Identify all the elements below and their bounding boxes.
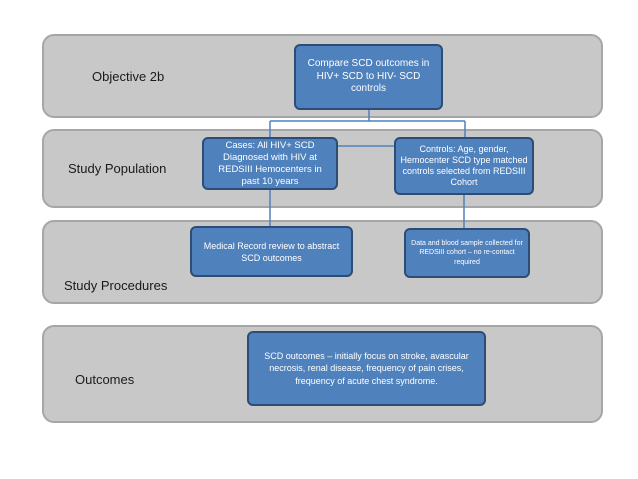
medical-record-box-text: Medical Record review to abstract SCD ou… — [203, 240, 340, 263]
objective-box: Compare SCD outcomes in HIV+ SCD to HIV-… — [294, 44, 443, 110]
cases-box-text: Cases: All HIV+ SCD Diagnosed with HIV a… — [218, 139, 322, 187]
controls-box-text: Controls: Age, gender, Hemocenter SCD ty… — [400, 144, 528, 187]
objective-label: Objective 2b — [92, 69, 165, 84]
cases-box: Cases: All HIV+ SCD Diagnosed with HIV a… — [202, 137, 338, 190]
outcomes-box: SCD outcomes – initially focus on stroke… — [247, 331, 486, 406]
data-blood-box-text: Data and blood sample collected for REDS… — [411, 239, 523, 266]
data-blood-box: Data and blood sample collected for REDS… — [404, 228, 530, 278]
study-procedures-label: Study Procedures — [64, 278, 168, 293]
medical-record-box: Medical Record review to abstract SCD ou… — [190, 226, 353, 277]
outcomes-box-text: SCD outcomes – initially focus on stroke… — [264, 350, 469, 386]
study-population-label: Study Population — [68, 161, 167, 176]
outcomes-label: Outcomes — [75, 372, 135, 387]
controls-box: Controls: Age, gender, Hemocenter SCD ty… — [394, 137, 534, 195]
objective-box-text: Compare SCD outcomes in HIV+ SCD to HIV-… — [307, 58, 430, 95]
